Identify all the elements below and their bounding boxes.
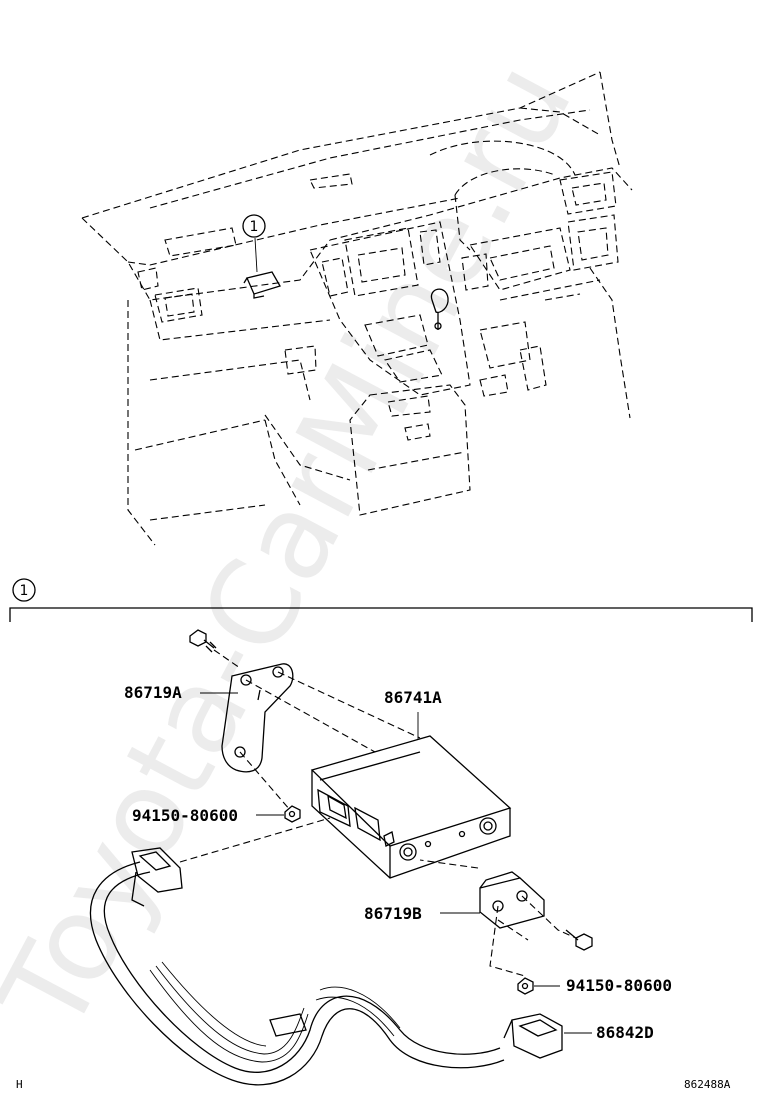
bracket-86719a: [221, 663, 294, 773]
part-label-86719b: 86719B: [364, 904, 422, 923]
part-label-94150-80600-right: 94150-80600: [566, 976, 672, 995]
callout-marker-top: 1: [242, 214, 266, 238]
section-number: 1: [20, 583, 29, 599]
watermark: Toyota-CarMine.ru: [0, 41, 599, 1054]
dashboard-illustration: [81, 71, 633, 546]
amplifier-unit: [310, 735, 512, 879]
bracket-86719b: [479, 871, 545, 929]
wire-harness: [89, 847, 563, 1086]
bolt-top-left: [189, 629, 217, 653]
callout-number: 1: [250, 219, 259, 235]
part-label-86842d: 86842D: [596, 1023, 654, 1042]
section-header: 1: [9, 578, 753, 622]
part-label-86719a: 86719A: [124, 683, 182, 702]
nut-right: [517, 977, 534, 995]
figure-code: 862488A: [684, 1078, 731, 1091]
bolt-right: [565, 929, 593, 951]
corner-code-left: H: [16, 1078, 23, 1091]
nut-left: [284, 805, 301, 823]
part-label-86741a: 86741A: [384, 688, 442, 707]
part-label-94150-80600-left: 94150-80600: [132, 806, 238, 825]
